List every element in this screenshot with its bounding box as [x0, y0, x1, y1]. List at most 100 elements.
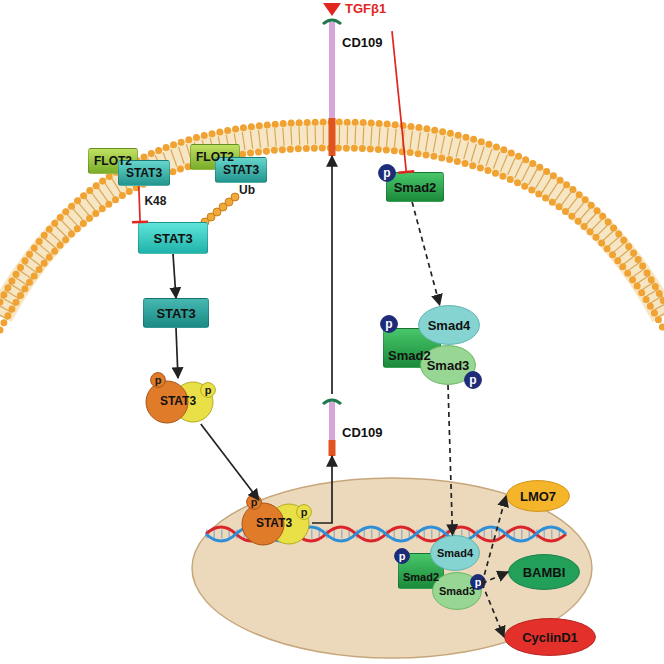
node-label: Smad3: [439, 586, 475, 597]
connector-line: [312, 456, 332, 523]
ellipse-outline: [419, 306, 480, 345]
receptor-symbol: CD109: [320, 14, 392, 156]
node-label: CyclinD1: [522, 631, 578, 644]
phospho-circle: p: [150, 372, 166, 388]
ellipse-outline: [471, 575, 486, 590]
phospho-label: p: [469, 374, 476, 386]
phospho-label: p: [205, 385, 212, 396]
node-label: STAT3: [223, 164, 259, 176]
node-label: BAMBI: [523, 566, 566, 579]
node-label: Smad2: [403, 572, 439, 583]
connector-line: [176, 328, 178, 378]
arrow-connector: [482, 496, 506, 583]
phospho-circle: p: [296, 504, 312, 520]
node-label: FLOT2: [196, 151, 234, 163]
node-label: Smad2: [394, 181, 437, 194]
ligand-triangle: [323, 3, 341, 16]
ellipse-outline: [151, 373, 166, 388]
connector-line: [412, 202, 440, 305]
node-label: Smad2: [388, 349, 431, 362]
node-label: CD109: [342, 36, 382, 49]
phospho-label: p: [383, 167, 390, 179]
arrow-connector: [448, 385, 453, 535]
receptor-stalk: [329, 402, 335, 440]
phospho-label: p: [399, 551, 406, 562]
node-label: Smad4: [437, 548, 473, 559]
ellipse-outline: [465, 372, 482, 389]
dimer-shape: STAT3 p p: [236, 500, 312, 546]
phospho-label: p: [301, 507, 308, 518]
ellipse-outline: [509, 555, 580, 590]
nucleus: [192, 478, 592, 658]
lipid-heads-inner: [0, 148, 664, 330]
connector-line: [201, 424, 259, 500]
connector-line: [173, 254, 176, 298]
phospho-circle: p: [378, 164, 396, 182]
inhibition-connector: [132, 186, 148, 222]
arrow-connector: [482, 583, 504, 637]
phospho-label: p: [475, 577, 482, 588]
arrow-connector: [201, 424, 259, 500]
arrow-connector: [332, 156, 333, 394]
phospho-label: p: [385, 318, 392, 330]
ellipse-outline: [507, 481, 570, 512]
edge-label: K48: [144, 195, 166, 207]
node-label: Smad3: [427, 359, 470, 372]
protein-box: Smad2p: [386, 172, 444, 202]
arrow-connector: [482, 572, 508, 583]
node-label: FLOT2: [94, 155, 132, 167]
receptor-stalk: [329, 22, 335, 118]
protein-ellipse: Smad3p: [432, 572, 482, 610]
phospho-label: p: [155, 375, 162, 386]
receptor-anchor: [329, 440, 336, 456]
inhibition-bar: [132, 220, 148, 223]
membrane-band: [0, 135, 664, 316]
protein-box: STAT3: [138, 222, 208, 254]
ellipse-outline: [379, 165, 396, 182]
phospho-circle: p: [200, 382, 216, 398]
connector-line: [482, 572, 508, 583]
inhibition-connector: [392, 31, 414, 173]
ellipse-outline: [201, 383, 216, 398]
node-label: STAT3: [160, 395, 196, 407]
ubiquitin-bead: [231, 193, 239, 201]
node-label: STAT3: [153, 232, 192, 245]
protein-ellipse: Smad4: [430, 535, 480, 571]
connector-line: [448, 385, 453, 535]
ellipse-outline: [297, 505, 312, 520]
node-label: STAT3: [126, 167, 162, 179]
connector-line: [482, 496, 506, 583]
ellipse-outline: [431, 536, 480, 571]
inhibition-bar: [398, 171, 414, 173]
phospho-circle: p: [394, 548, 410, 564]
receptor-anchor: [329, 118, 336, 156]
phospho-circle: p: [464, 371, 482, 389]
node-label: STAT3: [156, 307, 195, 320]
connector-line: [482, 583, 504, 637]
node-label: CD109: [342, 426, 382, 439]
protein-ellipse: Smad4: [418, 305, 480, 345]
ligand-name: TGFβ1: [345, 2, 386, 15]
lipid-tails: [0, 135, 664, 316]
node-label: STAT3: [256, 517, 292, 529]
node-label: Smad4: [428, 319, 471, 332]
ellipse-outline: [381, 316, 398, 333]
phospho-circle: p: [246, 494, 262, 510]
target-gene: LMO7: [506, 480, 570, 512]
dimer-shape: STAT3 p p: [140, 378, 216, 424]
ellipse-outline: [395, 549, 410, 564]
arrow-connector: [173, 254, 176, 298]
arrow-connector: [176, 328, 178, 378]
protein-box: STAT3: [143, 298, 209, 328]
connector-line: [392, 31, 406, 172]
node-outline: [320, 394, 392, 456]
target-gene: BAMBI: [508, 554, 580, 590]
ellipse-outline: [247, 495, 262, 510]
connector-line: [139, 186, 140, 222]
target-gene: CyclinD1: [504, 618, 596, 656]
arrow-connector: [412, 202, 440, 305]
phospho-label: p: [251, 497, 258, 508]
receptor-symbol: CD109: [320, 394, 392, 456]
